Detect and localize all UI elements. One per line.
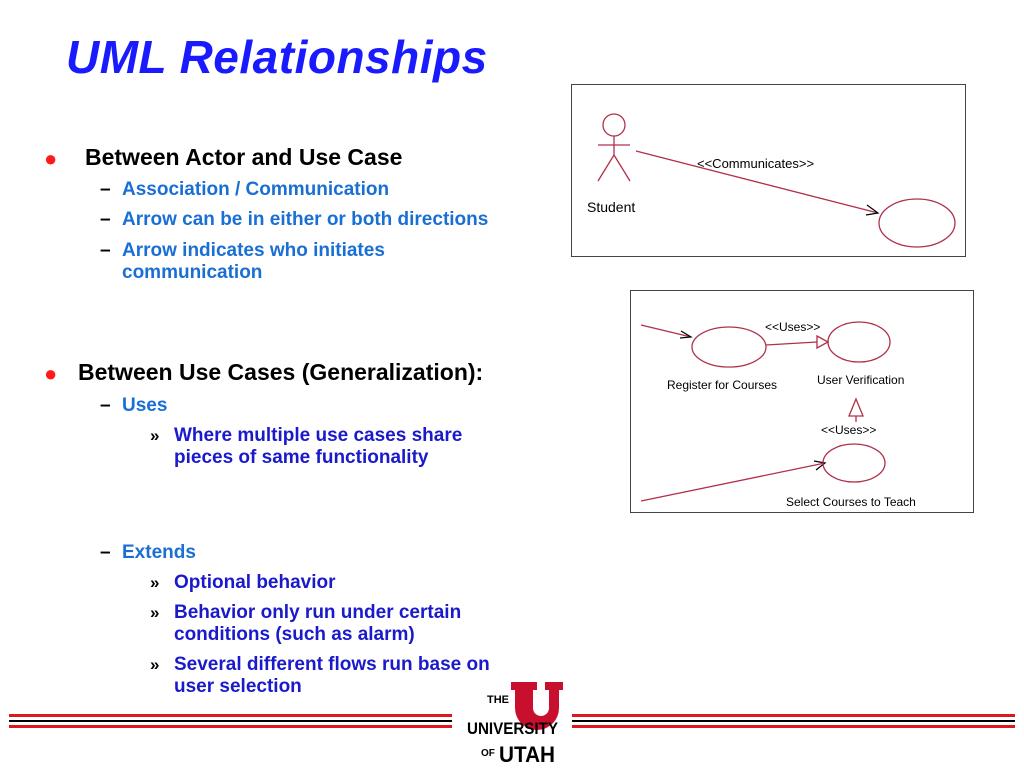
item-several-flows-line1: Several different flows run base on [174, 654, 490, 675]
raquo-marker: » [150, 573, 160, 592]
bullet-dot: ● [44, 361, 58, 386]
footer-rule-right [572, 714, 1015, 728]
logo-the: THE [487, 694, 509, 706]
actor-usecase-diagram: Student <<Communicates>> [571, 84, 966, 257]
block-u-icon [511, 682, 563, 730]
verification-usecase-label: User Verification [817, 373, 904, 387]
logo-of: OF [481, 748, 495, 759]
association-line [635, 150, 879, 214]
raquo-marker: » [150, 426, 160, 445]
bottom-uses-label: <<Uses>> [821, 423, 876, 437]
incoming-arrowhead-bottom-icon [813, 460, 827, 471]
slide-title: UML Relationships [66, 31, 488, 83]
item-uses: Uses [122, 395, 168, 416]
actor-label: Student [587, 199, 635, 215]
item-several-flows-line2: user selection [174, 676, 302, 697]
item-association: Association / Communication [122, 179, 390, 200]
raquo-marker: » [150, 655, 160, 674]
student-actor-icon [597, 113, 631, 182]
university-of-utah-logo: THE UNIVERSITY OF UTAH [467, 682, 563, 767]
bullet-dot: ● [44, 146, 58, 171]
item-arrow-directions: Arrow can be in either or both direction… [122, 209, 489, 230]
usecase-ellipse [878, 198, 956, 248]
item-arrow-initiates-line1: Arrow indicates who initiates [122, 240, 385, 261]
logo-university: UNIVERSITY [467, 719, 559, 738]
top-uses-label: <<Uses>> [765, 320, 820, 334]
verification-usecase-ellipse [827, 321, 891, 363]
footer-rule-left [9, 714, 452, 728]
item-uses-detail-line1: Where multiple use cases share [174, 425, 463, 446]
item-optional-behavior: Optional behavior [174, 572, 336, 593]
association-arrowhead-icon [865, 204, 880, 216]
uses-diagram: Register for Courses <<Uses>> User Verif… [630, 290, 974, 513]
select-courses-usecase-label: Select Courses to Teach [786, 495, 916, 509]
item-arrow-initiates-line2: communication [122, 262, 263, 283]
item-uses-detail-line2: pieces of same functionality [174, 447, 429, 468]
incoming-arrowhead-icon [679, 330, 693, 339]
bullet-between-use-cases: Between Use Cases (Generalization): [78, 359, 484, 385]
dash-marker: – [100, 209, 111, 230]
logo-utah: UTAH [499, 742, 555, 767]
item-behavior-conditions-line1: Behavior only run under certain [174, 602, 462, 623]
item-behavior-conditions-line2: conditions (such as alarm) [174, 624, 415, 645]
association-label: <<Communicates>> [697, 156, 814, 171]
dash-marker: – [100, 542, 111, 563]
dash-marker: – [100, 179, 111, 200]
raquo-marker: » [150, 603, 160, 622]
select-courses-usecase-ellipse [822, 443, 886, 483]
bullet-actor-use-case: Between Actor and Use Case [85, 144, 403, 170]
uses-svg: Register for Courses <<Uses>> User Verif… [640, 320, 916, 509]
register-usecase-ellipse [691, 326, 767, 368]
dash-marker: – [100, 395, 111, 416]
register-usecase-label: Register for Courses [667, 378, 777, 392]
actor-usecase-svg: Student <<Communicates>> [587, 113, 956, 248]
generalization-arrowhead-icon [816, 334, 830, 350]
generalization-arrowhead-up-icon [848, 397, 864, 417]
uses-line-top [765, 341, 818, 346]
dash-marker: – [100, 240, 111, 261]
incoming-arrow-line-bottom [640, 462, 826, 502]
item-extends: Extends [122, 542, 196, 563]
incoming-arrow-line [640, 324, 692, 338]
